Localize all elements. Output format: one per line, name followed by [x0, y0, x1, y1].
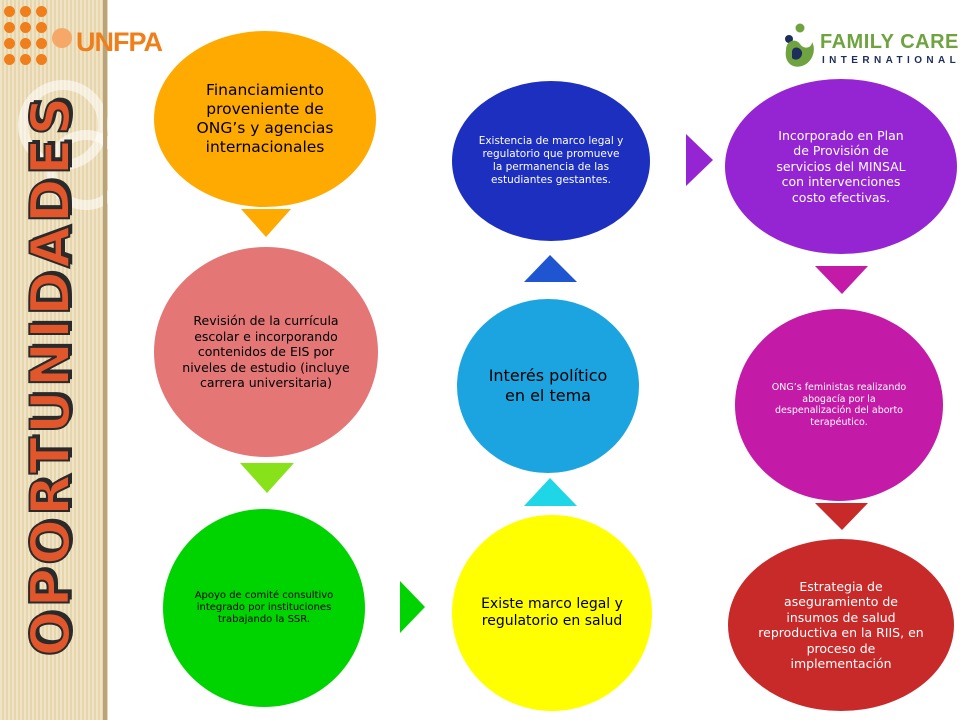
node-ongs-feministas-text: ONG’s feministas realizando abogacía por…	[771, 382, 907, 428]
arrow-down-red	[815, 503, 868, 530]
un-emblem-icon	[52, 28, 72, 48]
family-care-international-logo: FAMILY CARE INTERNATIONAL	[782, 22, 960, 74]
node-ongs-feministas: ONG’s feministas realizando abogacía por…	[735, 309, 943, 501]
node-incorporado-text: Incorporado en Plan de Provisión de serv…	[776, 127, 906, 205]
node-existe-marco: Existe marco legal y regulatorio en salu…	[452, 515, 652, 711]
node-incorporado: Incorporado en Plan de Provisión de serv…	[725, 79, 957, 254]
node-estrategia: Estrategia de aseguramiento de insumos d…	[728, 539, 954, 711]
arrow-down-orange	[241, 209, 291, 237]
node-apoyo-text: Apoyo de comité consultivo integrado por…	[194, 590, 334, 625]
node-existencia-marco: Existencia de marco legal y regulatorio …	[452, 81, 650, 241]
fci-wordmark-line1: FAMILY CARE	[820, 31, 959, 53]
decorative-ring	[46, 130, 126, 210]
node-existe-marco-text: Existe marco legal y regulatorio en salu…	[481, 596, 623, 629]
family-people-icon	[785, 23, 814, 67]
node-financiamiento: Financiamiento proveniente de ONG’s y ag…	[154, 31, 376, 207]
node-revision: Revisión de la currícula escolar e incor…	[154, 247, 378, 457]
node-interes: Interés político en el tema	[457, 299, 639, 473]
node-interes-text: Interés político en el tema	[488, 366, 608, 405]
arrow-down-magenta	[815, 266, 868, 294]
fci-wordmark-line2: INTERNATIONAL	[822, 55, 960, 66]
unfpa-wordmark: UNFPA	[76, 27, 163, 57]
arrow-down-green	[240, 463, 294, 493]
arrow-right-purple	[686, 134, 713, 186]
node-existencia-marco-text: Existencia de marco legal y regulatorio …	[478, 135, 624, 186]
arrow-up-cyan	[524, 478, 577, 506]
arrow-up-navy	[524, 255, 577, 282]
sidebar-border	[103, 0, 107, 720]
node-revision-text: Revisión de la currícula escolar e incor…	[182, 313, 350, 391]
node-apoyo: Apoyo de comité consultivo integrado por…	[163, 509, 365, 707]
unfpa-logo: UNFPA	[0, 0, 163, 80]
node-financiamiento-text: Financiamiento proveniente de ONG’s y ag…	[196, 81, 334, 156]
node-estrategia-text: Estrategia de aseguramiento de insumos d…	[758, 578, 924, 672]
arrow-right-green	[400, 581, 425, 633]
